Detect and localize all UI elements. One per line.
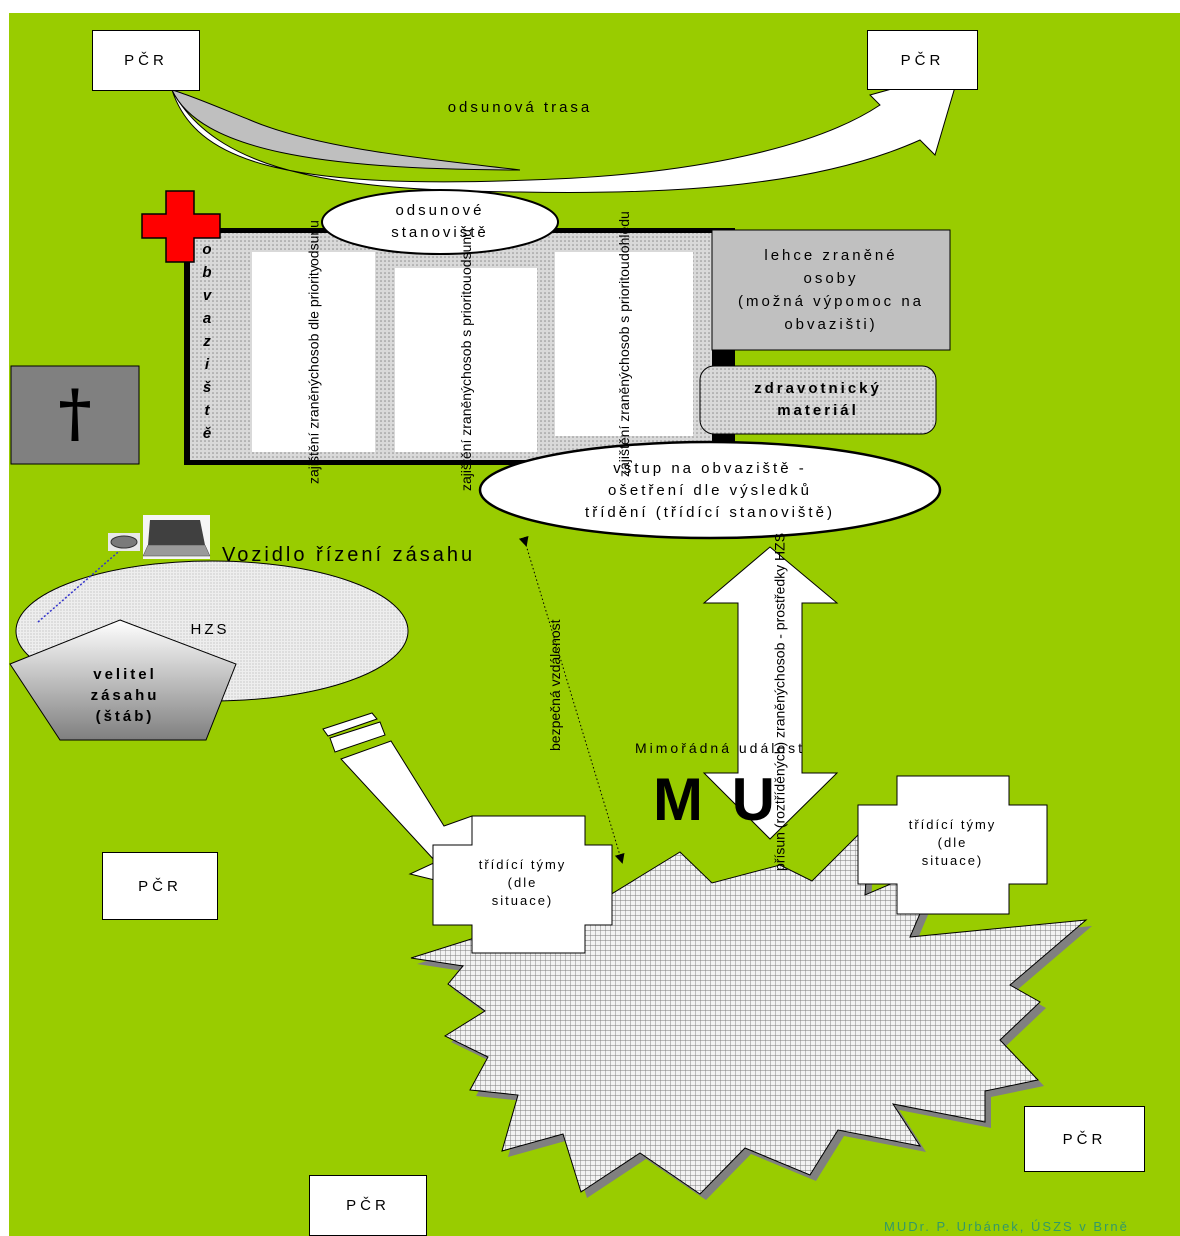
triage-right-line-1: třídící týmy xyxy=(908,817,997,832)
dressing-letter-1: o xyxy=(202,241,212,258)
evacuation-station-line-2: stanoviště xyxy=(391,224,489,241)
column-text-2: zajištění zraněných osob s prioritou ods… xyxy=(395,229,537,491)
commander-pentagon xyxy=(9,619,237,741)
column-text-1: zajištění zraněných osob dle priority od… xyxy=(252,220,375,485)
medical-material-box xyxy=(699,365,937,435)
evacuation-route-shadow xyxy=(171,89,521,171)
lightly-injured-line-3: (možná výpomoc na xyxy=(737,293,925,310)
supply-line-2: osob - prostředky HZS xyxy=(771,533,788,674)
incident-small-label: Mimořádná událost xyxy=(634,740,806,756)
medical-material-line-2: materiál xyxy=(777,402,859,419)
entry-label: vstup na obvaziště - ošetření dle výsled… xyxy=(480,458,940,524)
triage-right-line-3: situace) xyxy=(921,853,984,868)
medical-material-label: zdravotnický materiál xyxy=(700,378,936,422)
entry-line-1: vstup na obvaziště - xyxy=(613,460,807,477)
lightly-injured-box xyxy=(711,229,951,351)
triage-right-line-2: (dle xyxy=(937,835,968,850)
dressing-letter-4: a xyxy=(202,310,212,327)
column-1-line-2: osob dle priority xyxy=(305,265,322,365)
lightly-injured-line-1: lehce zraněné xyxy=(764,247,898,264)
phone-icon xyxy=(108,533,140,551)
incident-big-label: M U xyxy=(653,766,781,833)
column-box-1 xyxy=(252,252,375,452)
evacuation-station-ellipse xyxy=(321,189,559,255)
credit-label: MUDr. P. Urbánek, ÚSZS v Brně xyxy=(884,1219,1129,1234)
column-box-2 xyxy=(395,268,537,452)
commander-line-1: velitel xyxy=(93,666,157,683)
dressing-letter-3: v xyxy=(202,287,212,304)
entry-ellipse xyxy=(478,440,942,540)
dagger-cross-icon: † xyxy=(58,376,92,451)
lightly-injured-label: lehce zraněné osoby (možná výpomoc na ob… xyxy=(712,244,950,336)
column-1-line-1: zajištění zraněných xyxy=(305,364,322,485)
red-cross-icon xyxy=(141,190,221,263)
radio-link-line xyxy=(37,545,126,623)
commander-line-3: (štáb) xyxy=(95,708,155,725)
police-box-1: PČR xyxy=(92,30,200,91)
lightly-injured-line-4: obvazišti) xyxy=(784,316,878,333)
triage-left-line-2: (dle xyxy=(507,875,538,890)
laptop-icon xyxy=(142,515,211,559)
evacuation-route-label: odsunová trasa xyxy=(447,99,593,116)
dressing-letter-8: t xyxy=(204,402,210,419)
evacuation-station-line-1: odsunové xyxy=(395,202,485,219)
dressing-letter-2: b xyxy=(202,264,212,281)
column-1-line-3: odsunu xyxy=(305,219,322,266)
column-2-line-2: osob s prioritou xyxy=(458,275,474,371)
column-3-line-3: dohledu xyxy=(616,211,632,262)
column-3-line-2: osob s prioritou xyxy=(616,261,632,357)
column-2-line-1: zajištění zraněných xyxy=(458,370,474,491)
safe-distance-line xyxy=(518,535,625,864)
triage-left-label: třídící týmy (dle situace) xyxy=(433,856,612,910)
medical-material-line-1: zdravotnický xyxy=(754,380,882,397)
triage-left-line-1: třídící týmy xyxy=(478,857,567,872)
dressing-letter-6: i xyxy=(204,356,210,373)
column-box-3 xyxy=(555,252,693,436)
police-box-2: PČR xyxy=(867,30,978,90)
column-2-line-3: odsunu xyxy=(458,229,474,276)
police-box-4: PČR xyxy=(1024,1106,1145,1172)
supply-double-arrow xyxy=(702,546,839,840)
triage-left-line-3: situace) xyxy=(491,893,554,908)
morgue-box xyxy=(10,365,140,465)
police-box-3: PČR xyxy=(102,852,218,920)
dressing-letter-9: ě xyxy=(202,425,212,442)
lightly-injured-line-2: osoby xyxy=(803,270,859,287)
safe-distance-label: bezpečná vzdálenost xyxy=(547,619,563,751)
column-text-3: zajištění zraněných osob s prioritou doh… xyxy=(555,211,693,476)
evacuation-route-arrow xyxy=(171,69,961,193)
dressing-letter-7: š xyxy=(202,379,212,396)
entry-line-2: ošetření dle výsledků xyxy=(608,482,812,499)
dressing-station-label: o b v a z i š t ě xyxy=(196,238,218,445)
triage-right-label: třídící týmy (dle situace) xyxy=(858,816,1047,870)
triage-cross-right xyxy=(857,775,1048,915)
hzs-label: HZS xyxy=(190,621,230,638)
dressing-letter-5: z xyxy=(203,333,211,350)
evacuation-station-label: odsunové stanoviště xyxy=(340,200,540,244)
police-box-5: PČR xyxy=(309,1175,427,1236)
commander-line-2: zásahu xyxy=(90,687,160,704)
command-vehicle-label: Vozidlo řízení zásahu xyxy=(222,544,476,566)
entry-line-3: třídění (třídící stanoviště) xyxy=(585,504,835,521)
commander-label: velitel zásahu (štáb) xyxy=(40,664,210,727)
